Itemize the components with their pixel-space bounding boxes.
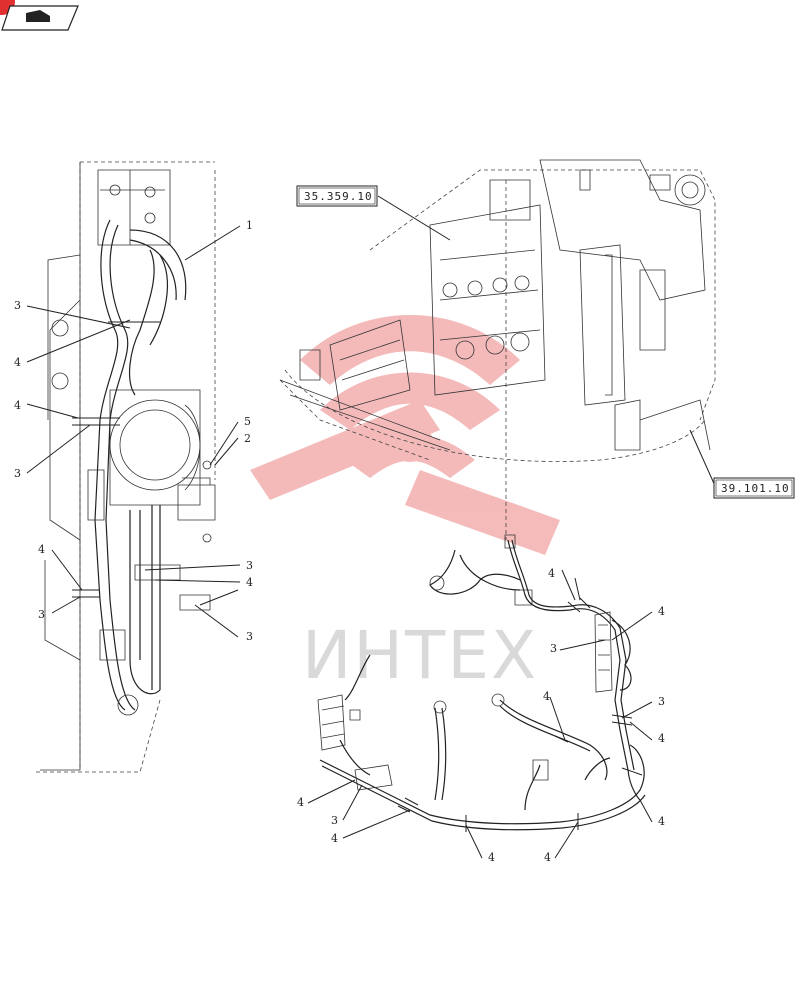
callout-4: 4 <box>14 356 21 369</box>
callout-3: 3 <box>246 559 253 572</box>
watermark-text: ИНТЕХ <box>302 617 538 694</box>
callout-4: 4 <box>548 567 555 580</box>
left-assembly-view <box>26 161 241 773</box>
callout-4: 4 <box>488 851 495 864</box>
watermark-logo <box>250 315 560 555</box>
callout-2: 2 <box>244 432 251 445</box>
ref-box-35-359-10[interactable]: 35.359.10 <box>296 185 378 207</box>
callout-4: 4 <box>297 796 304 809</box>
callout-4: 4 <box>246 576 253 589</box>
callout-4: 4 <box>38 543 45 556</box>
callout-3: 3 <box>14 299 21 312</box>
ref-box-39-101-10[interactable]: 39.101.10 <box>713 477 795 499</box>
callout-4: 4 <box>658 815 665 828</box>
callout-3: 3 <box>14 467 21 480</box>
callout-3: 3 <box>38 608 45 621</box>
callout-4: 4 <box>14 399 21 412</box>
callout-4: 4 <box>543 690 550 703</box>
callout-3: 3 <box>246 630 253 643</box>
page-corner-marker <box>0 0 15 15</box>
callout-4: 4 <box>331 832 338 845</box>
ref-35-359-10-text: 35.359.10 <box>304 190 373 203</box>
callout-4: 4 <box>544 851 551 864</box>
callout-5: 5 <box>244 415 251 428</box>
callout-3: 3 <box>658 695 665 708</box>
callout-4: 4 <box>658 605 665 618</box>
book-icon[interactable] <box>1 5 79 31</box>
callout-4: 4 <box>658 732 665 745</box>
ref-39-101-10-text: 39.101.10 <box>721 482 790 495</box>
callout-1: 1 <box>246 219 253 232</box>
wiring-harness-view <box>307 534 653 859</box>
callout-3: 3 <box>331 814 338 827</box>
frame-and-valve-view <box>279 159 717 540</box>
callout-3: 3 <box>550 642 557 655</box>
